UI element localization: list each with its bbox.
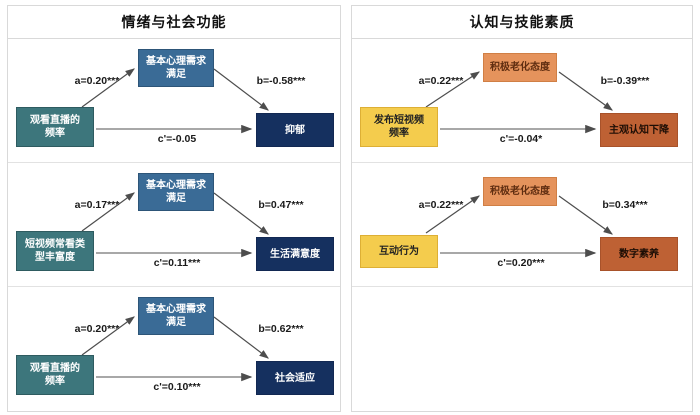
mediator-label: 满足: [166, 317, 186, 328]
path-a-arrow: [81, 192, 135, 232]
mediator-box: 积极老化态度: [483, 177, 557, 206]
path-c-label: c'=0.20***: [497, 257, 545, 269]
mediator-box: 基本心理需求 满足: [138, 173, 214, 211]
path-c-label: c'=0.11***: [153, 257, 201, 269]
path-b-arrow: [213, 192, 269, 235]
diagram-variety-satisfaction: 短视频常看类 型丰富度 基本心理需求 满足 生活满意度 a=0.17*** b=…: [8, 163, 340, 287]
panel-title-right: 认知与技能素质: [352, 6, 692, 39]
predictor-box: 互动行为: [360, 235, 438, 268]
path-a-label: a=0.22***: [418, 199, 464, 211]
predictor-box: 短视频常看类 型丰富度: [16, 231, 94, 271]
path-a-label: a=0.20***: [74, 75, 120, 87]
mediator-label: 积极老化态度: [490, 62, 550, 73]
predictor-box: 观看直播的 频率: [16, 355, 94, 395]
path-a-label: a=0.22***: [418, 75, 464, 87]
path-a-arrow: [425, 195, 480, 234]
outcome-box: 生活满意度: [256, 237, 334, 271]
diagram-posting-cognition: 发布短视频 频率 积极老化态度 主观认知下降 a=0.22*** b=-0.39…: [352, 39, 692, 163]
path-a-label: a=0.20***: [74, 323, 120, 335]
predictor-box: 观看直播的 频率: [16, 107, 94, 147]
path-a-arrow: [81, 68, 135, 108]
predictor-label: 频率: [45, 128, 65, 139]
path-c-label: c'=0.10***: [153, 381, 201, 393]
path-c-label: c'=-0.05: [157, 133, 197, 145]
path-arrows: [81, 192, 269, 258]
diagram-live-adaptation: 观看直播的 频率 基本心理需求 满足 社会适应 a=0.20*** b=0.62…: [8, 287, 340, 411]
path-a-arrow: [81, 316, 135, 356]
predictor-label: 互动行为: [379, 246, 419, 257]
mediator-box: 积极老化态度: [483, 53, 557, 82]
mediator-box: 基本心理需求 满足: [138, 297, 214, 335]
predictor-label: 频率: [45, 376, 65, 387]
outcome-box: 数字素养: [600, 237, 678, 271]
path-b-label: b=-0.39***: [600, 75, 650, 87]
path-a-arrow: [425, 71, 481, 108]
mediator-label: 积极老化态度: [490, 186, 550, 197]
mediator-label: 基本心理需求: [146, 180, 206, 191]
outcome-box: 主观认知下降: [600, 113, 678, 147]
path-arrows: [425, 195, 613, 258]
path-arrows: [425, 71, 613, 134]
panel-cognition-skill: 认知与技能素质 发布短视频 频率 积极老化态度 主观认知下降 a=0.22***…: [351, 5, 693, 412]
diagram-interaction-literacy: 互动行为 积极老化态度 数字素养 a=0.22*** b=0.34*** c'=…: [352, 163, 692, 287]
panel-title-left: 情绪与社会功能: [8, 6, 340, 39]
path-b-label: b=0.34***: [602, 199, 648, 211]
outcome-box: 社会适应: [256, 361, 334, 395]
mediator-box: 基本心理需求 满足: [138, 49, 214, 87]
predictor-label: 型丰富度: [35, 252, 75, 263]
mediator-label: 满足: [166, 193, 186, 204]
path-c-label: c'=-0.04*: [499, 133, 543, 145]
path-arrows: [81, 68, 269, 134]
path-b-arrow: [558, 195, 613, 235]
predictor-label: 频率: [389, 128, 409, 139]
mediator-label: 基本心理需求: [146, 56, 206, 67]
predictor-box: 发布短视频 频率: [360, 107, 438, 147]
predictor-label: 发布短视频: [374, 115, 424, 126]
path-b-label: b=-0.58***: [256, 75, 306, 87]
predictor-label: 观看直播的: [30, 363, 80, 374]
path-b-label: b=0.62***: [258, 323, 304, 335]
path-b-arrow: [558, 71, 613, 111]
mediator-label: 基本心理需求: [146, 304, 206, 315]
panel-emotion-social: 情绪与社会功能 观看直播的 频率 基本心理需求 满足 抑郁 a=0.20*** …: [7, 5, 341, 412]
path-a-label: a=0.17***: [74, 199, 120, 211]
diagram-live-depression: 观看直播的 频率 基本心理需求 满足 抑郁 a=0.20*** b=-0.58*…: [8, 39, 340, 163]
path-b-arrow: [213, 68, 269, 111]
path-b-label: b=0.47***: [258, 199, 304, 211]
empty-cell: [352, 287, 692, 411]
path-b-arrow: [213, 316, 269, 359]
predictor-label: 短视频常看类: [25, 239, 85, 250]
predictor-label: 观看直播的: [30, 115, 80, 126]
path-arrows: [81, 316, 269, 382]
outcome-box: 抑郁: [256, 113, 334, 147]
mediator-label: 满足: [166, 69, 186, 80]
